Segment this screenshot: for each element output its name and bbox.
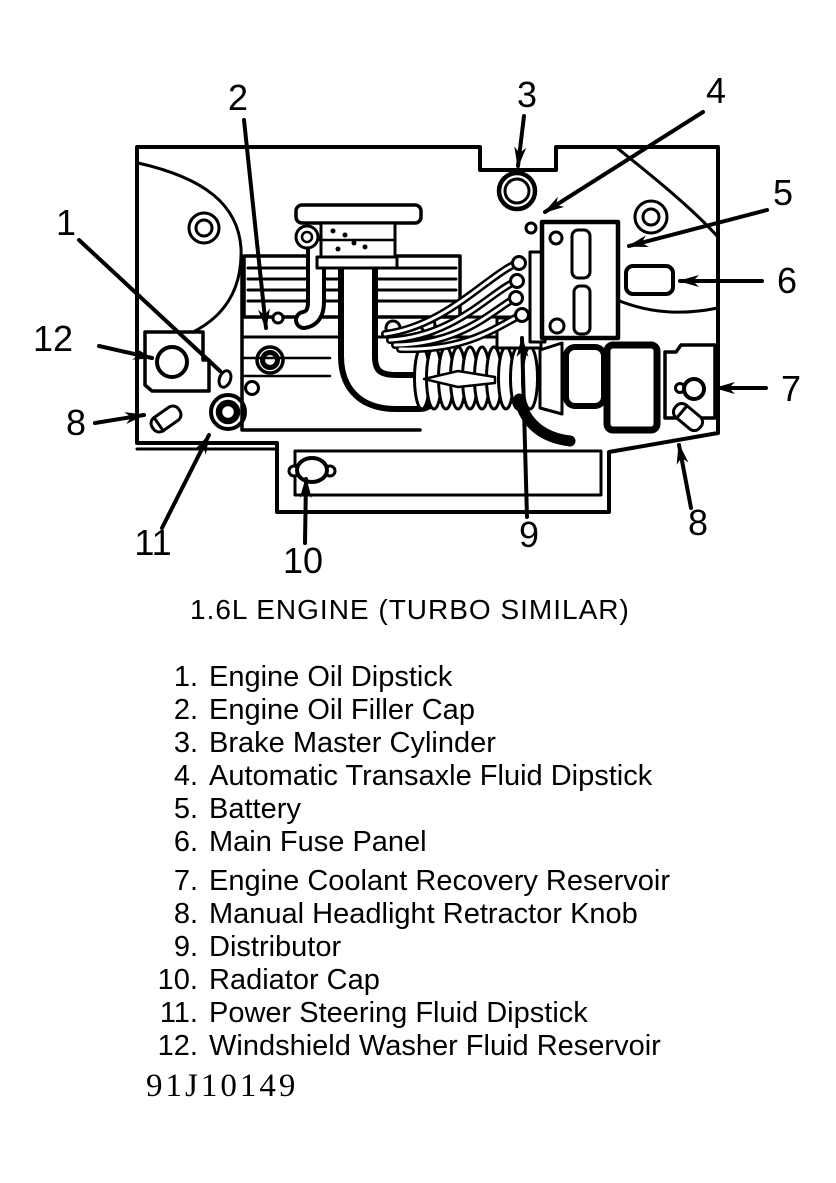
- air-cleaner: [294, 203, 423, 270]
- callout-6: 6: [777, 260, 797, 301]
- breather-hose: [294, 236, 326, 330]
- throttle-housing: [563, 344, 607, 409]
- callout-leaders: [77, 110, 769, 545]
- legend-item-label: Battery: [209, 793, 301, 825]
- legend-item-label: Engine Oil Filler Cap: [209, 694, 475, 726]
- spark-plug-wires: [381, 259, 525, 354]
- resonator-box: [603, 341, 661, 434]
- leader-5: [627, 208, 769, 248]
- duct-funnel: [538, 341, 564, 416]
- legend-item-label: Windshield Washer Fluid Reservoir: [209, 1030, 661, 1062]
- legend-item-label: Automatic Transaxle Fluid Dipstick: [209, 760, 653, 792]
- headlight-retractor-knob-right: [671, 401, 705, 433]
- legend-item-label: Power Steering Fluid Dipstick: [209, 997, 588, 1029]
- brake-master-cylinder: [496, 170, 538, 212]
- legend-item: 11. Power Steering Fluid Dipstick: [0, 997, 836, 1030]
- legend-item-label: Brake Master Cylinder: [209, 727, 496, 759]
- callout-12: 12: [33, 318, 73, 359]
- callout-5: 5: [773, 172, 793, 213]
- callout-10: 10: [283, 540, 323, 581]
- leader-8-right: [676, 443, 693, 510]
- legend-item-label: Radiator Cap: [209, 964, 380, 996]
- right-fender-lower-line: [608, 295, 720, 314]
- legend-list: 1. Engine Oil Dipstick 2. Engine Oil Fil…: [0, 661, 836, 1063]
- battery: [539, 219, 621, 341]
- legend-item-label: Distributor: [209, 931, 342, 963]
- leader-2: [242, 118, 270, 330]
- callout-2: 2: [228, 77, 248, 118]
- legend-item: 7. Engine Coolant Recovery Reservoir: [0, 865, 836, 898]
- main-fuse-panel: [624, 264, 675, 296]
- legend-item: 1. Engine Oil Dipstick: [0, 661, 836, 694]
- legend-item: 5. Battery: [0, 793, 836, 826]
- legend-item-label: Main Fuse Panel: [209, 826, 427, 858]
- battery-vent-slot: [570, 228, 592, 280]
- lower-hose-elbow: [513, 393, 576, 447]
- callout-3: 3: [517, 74, 537, 115]
- coolant-recovery-reservoir: [663, 343, 717, 420]
- power-steering-cap: [209, 393, 247, 431]
- legend-item-number: 3.: [173, 727, 198, 759]
- legend-item-number: 2.: [173, 694, 198, 726]
- strut-towers: [187, 199, 669, 245]
- legend-item-number: 12.: [157, 1030, 198, 1062]
- callout-4: 4: [706, 70, 726, 111]
- leader-8-left: [93, 412, 146, 425]
- leader-4: [543, 110, 705, 214]
- callout-1: 1: [56, 202, 76, 243]
- legend-item: 12. Windshield Washer Fluid Reservoir: [0, 1030, 836, 1063]
- callout-8-right: 8: [688, 502, 708, 543]
- legend-item-label: Engine Coolant Recovery Reservoir: [209, 865, 670, 897]
- battery-terminal: [548, 317, 566, 335]
- legend-item-number: 9.: [173, 931, 198, 963]
- callout-8-left: 8: [66, 402, 86, 443]
- legend-item-number: 6.: [173, 826, 198, 858]
- legend-item: 2. Engine Oil Filler Cap: [0, 694, 836, 727]
- legend-item-label: Manual Headlight Retractor Knob: [209, 898, 638, 930]
- left-fender-line: [136, 161, 243, 349]
- leader-12: [97, 344, 154, 360]
- engine-bay-diagram: 1 2 3 4 5 6 7 8 8 9 10 11 12: [33, 70, 801, 581]
- transaxle-dipstick-handle: [524, 221, 538, 235]
- washer-reservoir-cap: [155, 345, 189, 379]
- headlight-retractor-knob-left: [149, 404, 183, 434]
- bay-outline: [135, 145, 720, 514]
- radiator-cap: [287, 456, 337, 484]
- leader-11: [160, 433, 211, 530]
- radiator-support-tray: [293, 449, 603, 497]
- legend-item: 8. Manual Headlight Retractor Knob: [0, 898, 836, 931]
- callout-11: 11: [134, 522, 171, 563]
- oil-dipstick-grommet: [217, 369, 233, 389]
- legend-item-number: 5.: [173, 793, 198, 825]
- legend-item-number: 1.: [173, 661, 198, 693]
- legend-item: 9. Distributor: [0, 931, 836, 964]
- leader-3: [514, 114, 527, 168]
- figure-code: 91J10149: [146, 1068, 299, 1104]
- legend-item-number: 11.: [159, 997, 198, 1029]
- callout-9: 9: [519, 514, 539, 555]
- callout-7: 7: [781, 368, 801, 409]
- legend-item-number: 8.: [173, 898, 198, 930]
- battery-vent-slot: [572, 284, 592, 336]
- coolant-reservoir-cap: [682, 377, 706, 401]
- legend-item: 10. Radiator Cap: [0, 964, 836, 997]
- battery-terminal: [548, 230, 564, 246]
- leader-10: [299, 477, 312, 545]
- legend-item-number: 4.: [173, 760, 198, 792]
- legend-item: 3. Brake Master Cylinder: [0, 727, 836, 760]
- intake-hose-elbow: [338, 238, 440, 412]
- hose-clamp-band: [422, 369, 497, 389]
- leader-1: [77, 238, 222, 373]
- legend-item: 4. Automatic Transaxle Fluid Dipstick: [0, 760, 836, 793]
- legend-item-number: 7.: [173, 865, 198, 897]
- wire-terminals: [508, 255, 530, 323]
- figure-caption: 1.6L ENGINE (TURBO SIMILAR): [190, 594, 630, 625]
- washer-reservoir: [143, 330, 211, 393]
- callout-numbers: 1 2 3 4 5 6 7 8 8 9 10 11 12: [33, 70, 801, 581]
- leader-9: [516, 336, 529, 519]
- legend-item-number: 10.: [157, 964, 198, 996]
- legend-item-label: Engine Oil Dipstick: [209, 661, 453, 693]
- legend-item: 6. Main Fuse Panel: [0, 826, 836, 859]
- oil-filler-cap: [255, 345, 285, 375]
